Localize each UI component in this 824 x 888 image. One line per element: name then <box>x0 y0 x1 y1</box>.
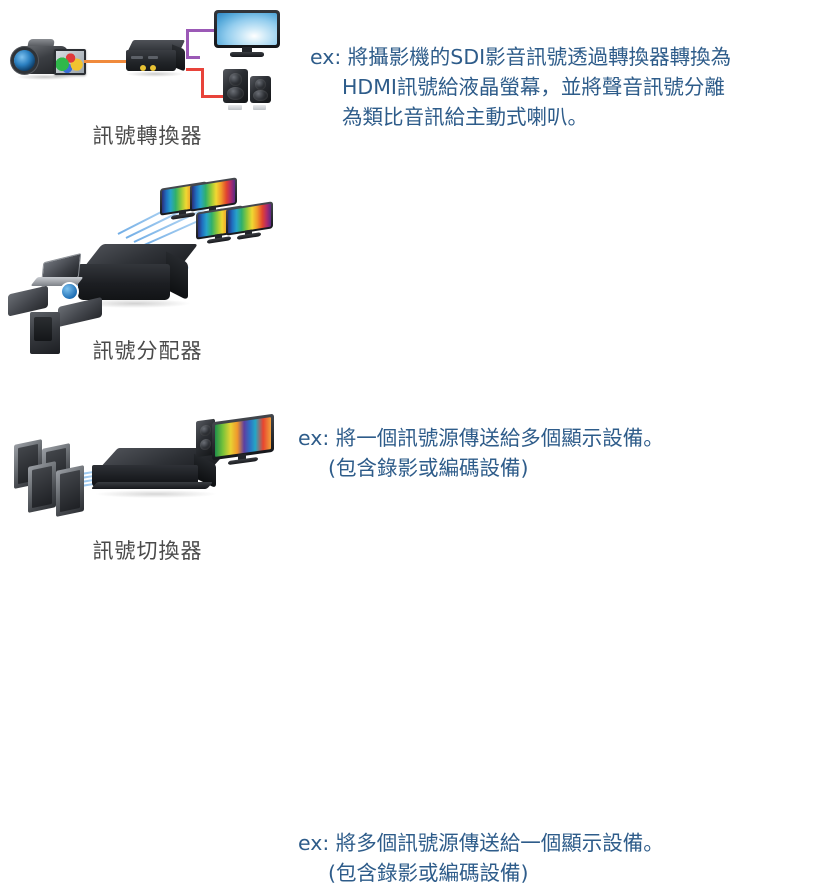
caption-line: (包含錄影或編碼設備) <box>328 456 529 480</box>
camcorder-lcd-screen <box>54 49 86 75</box>
caption-signal-splitter: ex: 將一個訊號源傳送給多個顯示設備。 (包含錄影或編碼設備) <box>298 423 664 483</box>
speaker-tweeter <box>229 73 242 86</box>
switcher-front-face <box>92 465 198 487</box>
audio-cable-horizontal-out <box>186 68 204 71</box>
source-3-icon <box>28 461 56 513</box>
speaker-stand-2 <box>253 105 266 110</box>
monitor-base <box>228 456 258 466</box>
splitter-front-face <box>78 264 170 300</box>
monitor-base <box>230 52 264 57</box>
tower-front-panel <box>34 317 52 341</box>
tower-pc-icon <box>30 312 60 354</box>
speaker-pair-icon <box>219 65 277 110</box>
figure-label-signal-splitter: 訊號分配器 <box>92 339 203 363</box>
caption-line: ex: 將攝影機的SDI影音訊號透過轉換器轉換為 <box>310 45 732 69</box>
source-front-panel <box>32 465 52 509</box>
camcorder-shadow <box>16 74 74 80</box>
section-signal-splitter: 訊號分配器 ex: 將一個訊號源傳送給多個顯示設備。 (包含錄影或編碼設備) <box>0 175 824 480</box>
converter-rca-port-2 <box>150 65 156 71</box>
figure-signal-splitter: 訊號分配器 <box>0 175 295 375</box>
laptop-icon <box>30 252 84 290</box>
monitor-screen <box>217 13 277 45</box>
caption-line: 為類比音訊給主動式喇叭。 <box>342 105 588 129</box>
audio-cable-horizontal-in <box>201 95 223 98</box>
monitor-neck <box>242 47 252 53</box>
speaker-stand-1 <box>228 105 242 110</box>
converter-led-1 <box>131 56 143 59</box>
section-signal-converter: 訊號轉換器 ex: 將攝影機的SDI影音訊號透過轉換器轉換為 HDMI訊號給液晶… <box>0 0 824 170</box>
caption-line: ex: 將多個訊號源傳送給一個顯示設備。 <box>298 831 664 855</box>
hdmi-cable-horizontal-out <box>186 56 200 59</box>
connection-hub-icon <box>62 284 77 299</box>
signal-converter-box-icon <box>126 40 188 80</box>
figure-signal-switcher: 訊號切換器 <box>0 390 295 584</box>
speaker-woofer <box>200 438 211 451</box>
hdmi-cable-horizontal-in <box>186 29 216 32</box>
section-signal-switcher: 訊號切換器 ex: 將多個訊號源傳送給一個顯示設備。 (包含錄影或編碼設備) <box>0 390 824 885</box>
converter-led-2 <box>148 56 158 59</box>
speaker-tweeter <box>200 424 211 437</box>
splitter-shadow <box>80 299 190 308</box>
audio-cable-vertical <box>201 68 204 98</box>
monitor-screen <box>215 417 271 457</box>
speaker-small <box>250 76 271 103</box>
source-4-icon <box>56 465 84 517</box>
converter-shadow <box>126 71 184 77</box>
laptop-keyboard-base <box>30 277 84 286</box>
camcorder-lens-icon <box>14 50 35 71</box>
media-player-icon <box>58 296 102 328</box>
monitor-4-icon <box>226 201 273 240</box>
display-monitor-icon <box>196 413 274 468</box>
lcd-monitor-icon <box>214 10 280 60</box>
caption-line: (包含錄影或編碼設備) <box>328 861 529 885</box>
converter-rca-port-1 <box>140 65 146 71</box>
caption-line: ex: 將一個訊號源傳送給多個顯示設備。 <box>298 426 664 450</box>
monitor-bezel <box>214 10 280 48</box>
converter-front-face <box>126 50 176 71</box>
caption-line: HDMI訊號給液晶螢幕，並將聲音訊號分離 <box>342 75 725 99</box>
figure-label-signal-switcher: 訊號切換器 <box>92 539 203 563</box>
hdmi-cable-vertical <box>186 29 189 58</box>
speaker-woofer <box>253 90 268 101</box>
figure-label-signal-converter: 訊號轉換器 <box>92 124 203 148</box>
source-front-panel <box>60 469 80 513</box>
switcher-shadow <box>96 490 216 498</box>
speaker-large <box>223 69 248 103</box>
caption-signal-converter: ex: 將攝影機的SDI影音訊號透過轉換器轉換為 HDMI訊號給液晶螢幕，並將聲… <box>310 42 731 132</box>
speaker-woofer <box>227 87 244 100</box>
signal-splitter-box-icon <box>78 244 199 310</box>
figure-signal-converter: 訊號轉換器 <box>0 0 295 170</box>
caption-signal-switcher: ex: 將多個訊號源傳送給一個顯示設備。 (包含錄影或編碼設備) <box>298 828 664 888</box>
switcher-front-lip <box>90 482 214 489</box>
camcorder-icon <box>12 36 86 82</box>
speaker-tweeter <box>255 79 266 90</box>
sdi-cable <box>84 60 128 63</box>
signal-switcher-rack-icon <box>90 448 230 504</box>
